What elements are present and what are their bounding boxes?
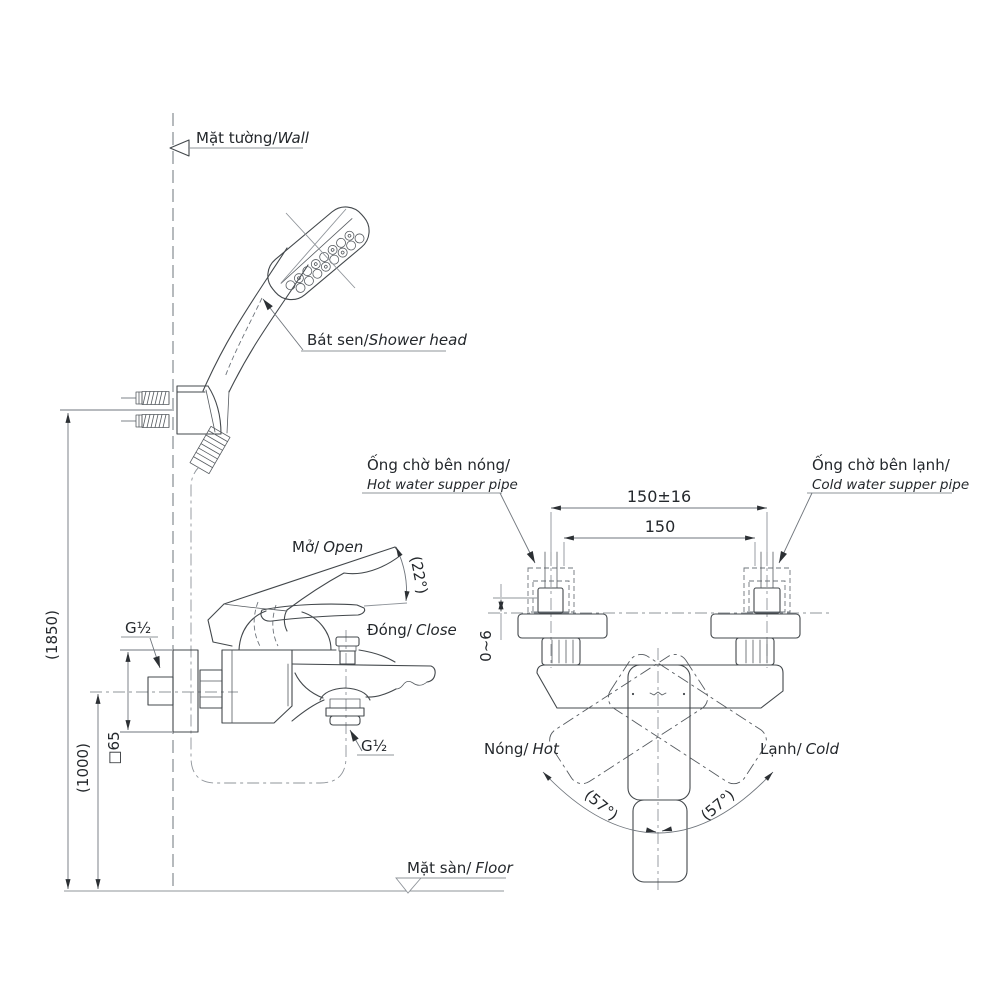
hot-pipe-label-en: Hot water supper pipe — [367, 477, 518, 493]
dim-150-label: 150 — [645, 517, 676, 536]
hex-nut — [199, 669, 223, 709]
hose-centerline — [190, 466, 347, 784]
thread-spout-callout: G½ — [349, 729, 394, 756]
shower-hose — [189, 425, 347, 784]
lever-closed-position — [260, 602, 408, 622]
wall-plate — [172, 649, 199, 733]
brand-mark — [649, 691, 667, 696]
mounting-screw-bottom — [121, 414, 170, 428]
handle-front — [627, 664, 691, 801]
handle-hot-position — [549, 654, 709, 785]
angle-right-label: (57°) — [697, 786, 738, 824]
shower-head-callout: Bát sen/Shower head — [262, 298, 467, 352]
dim-0-6: 0~6 — [477, 584, 538, 662]
dim-150-16: 150±16 — [550, 487, 768, 566]
dim-1850: (1850) — [43, 409, 172, 889]
thread-wall-callout: G½ — [121, 619, 161, 669]
right-escutcheon — [710, 613, 801, 639]
shower-head-label: Bát sen/Shower head — [307, 331, 467, 349]
dim-150: 150 — [563, 517, 756, 566]
valve-body-side — [221, 649, 293, 724]
hot-supply-pipe — [527, 551, 575, 614]
front-view: (57°) (57°) Nóng/Hot Lạnh/Cold Ống chờ b… — [362, 453, 969, 893]
bonnet — [238, 610, 332, 651]
wall-supply-fitting — [147, 676, 174, 706]
dim-1850-label: (1850) — [43, 610, 61, 660]
handle-cold-position — [607, 654, 767, 785]
dim-1000-label: (1000) — [74, 743, 92, 793]
handle-front-lower — [632, 799, 688, 883]
floor-label: Mặt sàn/Floor — [407, 859, 514, 877]
shower-bracket — [121, 385, 230, 435]
dim-65: □65 — [105, 649, 172, 765]
cold-label: Lạnh/Cold — [760, 740, 839, 758]
cold-pipe-callout: Ống chờ bên lạnh/ Cold water supper pipe — [778, 453, 969, 564]
head-cross-lines — [280, 208, 356, 289]
dim-0-6-label: 0~6 — [477, 630, 495, 662]
left-escutcheon — [517, 613, 608, 639]
hot-pipe-label-vi: Ống chờ bên nóng/ — [367, 453, 511, 474]
floor-callout: Mặt sàn/Floor — [64, 859, 514, 894]
spout-outlet — [319, 687, 371, 726]
hot-label: Nóng/Hot — [484, 740, 560, 758]
thread-spout-label: G½ — [361, 737, 387, 755]
valve-body-front — [536, 664, 784, 709]
hot-pipe-callout: Ống chờ bên nóng/ Hot water supper pipe — [362, 453, 536, 564]
close-label: Đóng/Close — [367, 621, 457, 639]
shower-handle — [202, 247, 288, 392]
wall-label: Mặt tường/Wall — [196, 129, 310, 147]
cold-pipe-label-vi: Ống chờ bên lạnh/ — [812, 453, 951, 474]
spout — [291, 636, 436, 726]
cold-pipe-label-en: Cold water supper pipe — [812, 477, 969, 493]
side-view: Mặt tường/Wall Mặt sàn/Floor (1850) (100… — [43, 113, 514, 894]
cold-supply-pipe — [743, 551, 791, 614]
floor-level-icon — [395, 877, 422, 894]
open-angle-label: (22°) — [406, 555, 431, 596]
hand-shower: Bát sen/Shower head — [202, 206, 467, 393]
right-connector-nut — [735, 637, 775, 666]
faucet-side: (22°) Mở/Open Đóng/Close G½ G½ — [90, 538, 457, 756]
open-label: Mở/Open — [292, 538, 363, 556]
wall-callout: Mặt tường/Wall — [169, 129, 310, 157]
shower-nozzles — [285, 230, 365, 293]
dim-1000: (1000) — [74, 694, 101, 889]
diverter-knob — [335, 636, 360, 665]
shower-head — [267, 206, 370, 301]
dim-150-16-label: 150±16 — [627, 487, 691, 506]
left-connector-nut — [541, 637, 581, 666]
thread-wall-label: G½ — [125, 619, 151, 637]
mounting-screw-top — [121, 391, 170, 405]
dim-65-label: □65 — [105, 731, 123, 764]
